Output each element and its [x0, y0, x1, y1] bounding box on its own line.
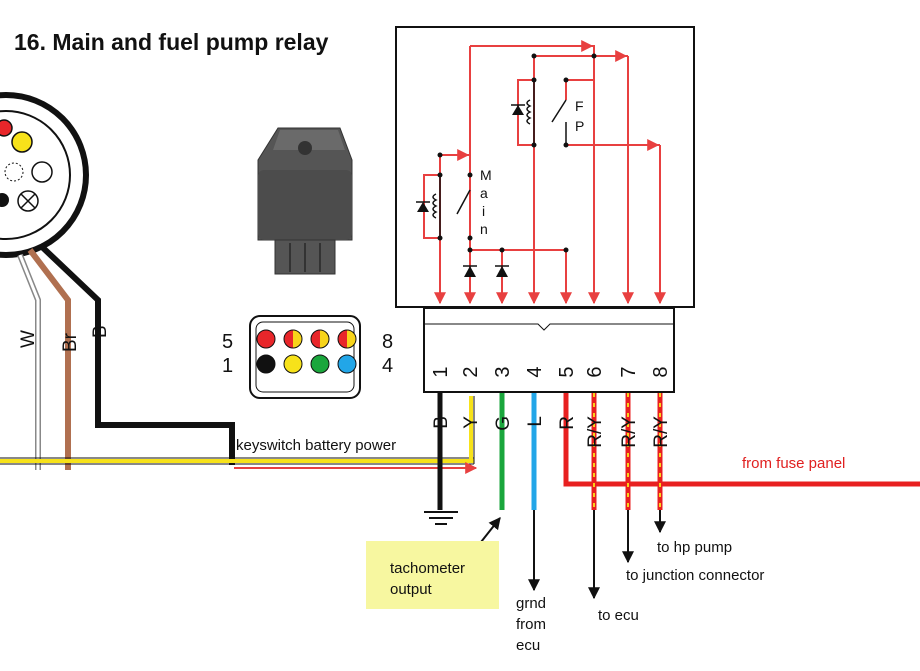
wire-code-pin-6: R/Y [585, 416, 606, 448]
main-label-a: a [480, 185, 488, 201]
face-pin-7 [310, 329, 330, 349]
face-pin-1 [256, 354, 276, 374]
face-label-bottom-left: 1 [222, 355, 233, 377]
tachometer-label-line2: output [390, 581, 433, 598]
pin-number-6: 6 [584, 366, 606, 377]
face-pin-3 [310, 354, 330, 374]
tachometer-note: tachometer output [366, 541, 499, 609]
face-pin-4 [337, 354, 357, 374]
face-label-top-left: 5 [222, 331, 233, 353]
harness-wire-b: B [90, 325, 111, 338]
pin-number-5: 5 [556, 366, 578, 377]
face-pin-8 [337, 329, 357, 349]
grnd-label-line3: ecu [516, 637, 540, 654]
main-label-m: M [480, 167, 492, 183]
to-ecu-label: to ecu [598, 607, 639, 624]
face-pin-2 [283, 354, 303, 374]
wire-code-pin-1: B [431, 416, 452, 429]
harness-wires: W Br B [17, 242, 235, 470]
pin-number-2: 2 [460, 366, 482, 377]
face-pin-6 [283, 329, 303, 349]
grnd-label-line1: grnd [516, 595, 546, 612]
connector-face: 5 8 1 4 [222, 315, 393, 399]
harness-wire-br: Br [60, 332, 81, 352]
wire-code-pin-3: G [493, 416, 514, 431]
fp-label-p: P [575, 118, 584, 134]
grnd-label-line2: from [516, 616, 546, 633]
pin-number-1: 1 [430, 366, 452, 377]
pin-number-8: 8 [650, 366, 672, 377]
main-label-n: n [480, 221, 488, 237]
keyswitch-wire: keyswitch battery power [0, 396, 478, 474]
relay-schematic: F P M a i n [395, 26, 695, 308]
wire-code-pin-4: L [525, 416, 546, 427]
wire-code-pin-5: R [557, 416, 578, 430]
pin-number-3: 3 [492, 366, 514, 377]
tachometer-label-line1: tachometer [390, 560, 465, 577]
wire-code-pin-7: R/Y [619, 416, 640, 448]
to-junction-label: to junction connector [626, 567, 764, 584]
pin-number-7: 7 [618, 366, 640, 377]
relay-module-image [257, 127, 353, 275]
to-hp-pump-label: to hp pump [657, 539, 732, 556]
harness-wire-w: W [18, 330, 39, 348]
pin-number-4: 4 [524, 366, 546, 377]
wire-code-pin-2: Y [461, 416, 482, 429]
face-label-bottom-right: 4 [382, 355, 393, 377]
wire-code-pin-8: R/Y [651, 416, 672, 448]
diagram-title: 16. Main and fuel pump relay [14, 29, 329, 55]
face-label-top-right: 8 [382, 331, 393, 353]
keyswitch-label: keyswitch battery power [236, 437, 396, 454]
main-label-i: i [482, 203, 485, 219]
round-connector [0, 92, 89, 258]
fuse-panel-label: from fuse panel [742, 455, 845, 472]
fp-label-f: F [575, 98, 584, 114]
face-pin-5 [256, 329, 276, 349]
